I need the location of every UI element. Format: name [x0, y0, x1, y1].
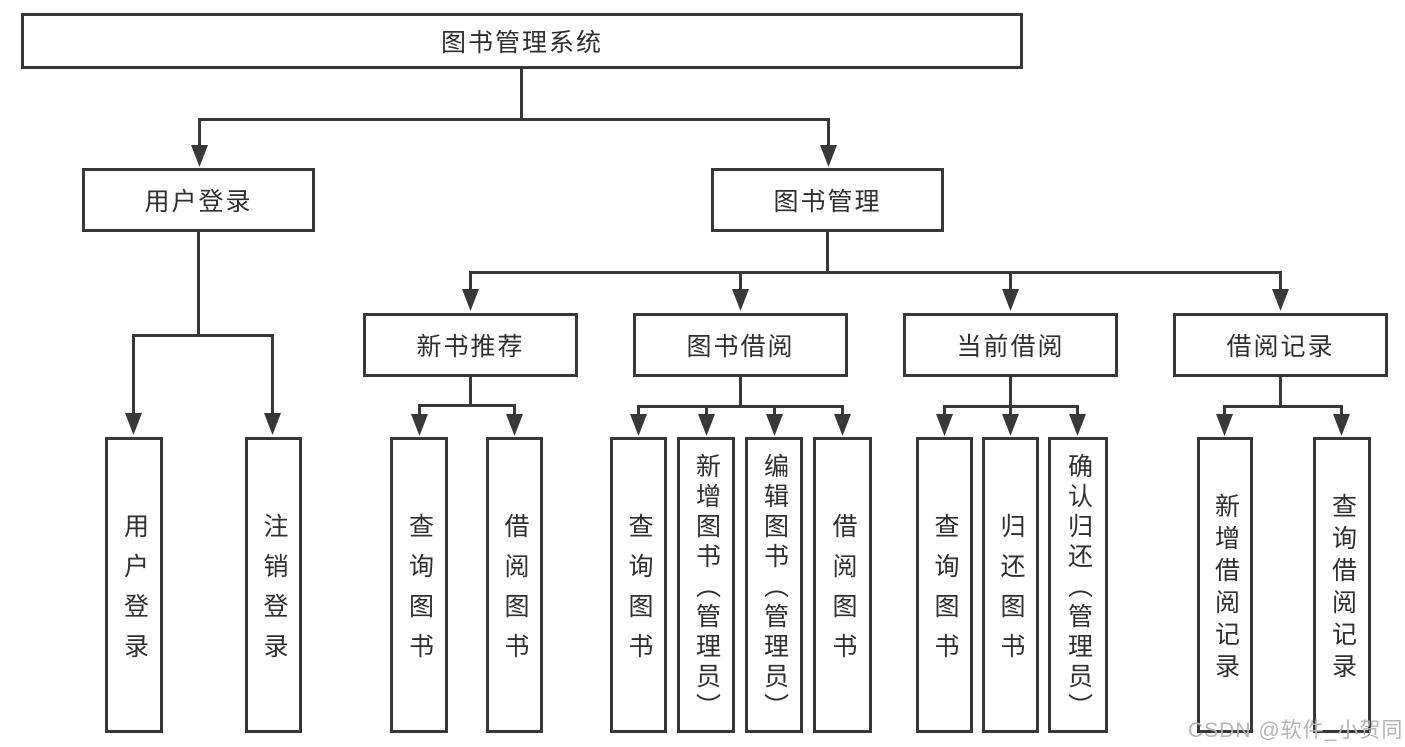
leaf-label: 新增图书（管理员） — [692, 452, 721, 723]
leaf-records-query-record: 查询借阅记录 — [1313, 437, 1371, 733]
leaf-recommend-borrow-books: 借阅图书 — [486, 437, 543, 733]
leaf-current-return-books: 归还图书 — [982, 437, 1039, 733]
leaf-label: 归还图书 — [997, 512, 1025, 673]
node-book-borrow: 图书借阅 — [633, 313, 848, 377]
leaf-logout-login: 注销登录 — [245, 437, 302, 733]
node-borrow-records: 借阅记录 — [1173, 313, 1388, 377]
leaf-label: 用户登录 — [120, 512, 149, 673]
leaf-label: 新增借阅记录 — [1211, 492, 1240, 685]
leaf-label: 查询借阅记录 — [1328, 492, 1357, 685]
leaf-current-confirm-return-admin: 确认归还（管理员） — [1048, 437, 1108, 733]
node-root-system: 图书管理系统 — [21, 13, 1023, 69]
leaf-label: 查询图书 — [931, 512, 959, 673]
leaf-label: 查询图书 — [625, 512, 653, 673]
leaf-label: 借阅图书 — [829, 512, 857, 673]
leaf-borrow-query-books: 查询图书 — [610, 437, 667, 733]
node-current-borrow: 当前借阅 — [903, 313, 1118, 377]
leaf-current-query-books: 查询图书 — [916, 437, 973, 733]
csdn-watermark: CSDN @软件_小贺同学 — [1188, 719, 1405, 742]
leaf-label: 确认归还（管理员） — [1064, 452, 1093, 723]
node-new-book-recommend: 新书推荐 — [363, 313, 578, 377]
leaf-borrow-borrow-books: 借阅图书 — [813, 437, 872, 733]
leaf-user-login: 用户登录 — [105, 437, 163, 733]
connector-paths — [132, 67, 1343, 418]
arrowhead-icons — [125, 145, 1350, 436]
node-book-management: 图书管理 — [711, 168, 944, 232]
leaf-label: 注销登录 — [260, 512, 288, 673]
leaf-label: 编辑图书（管理员） — [760, 452, 789, 723]
leaf-label: 查询图书 — [405, 512, 434, 673]
leaf-label: 借阅图书 — [501, 512, 529, 673]
leaf-borrow-add-books-admin: 新增图书（管理员） — [677, 437, 735, 733]
leaf-borrow-edit-books-admin: 编辑图书（管理员） — [745, 437, 803, 733]
leaf-records-add-record: 新增借阅记录 — [1197, 437, 1253, 733]
leaf-recommend-query-books: 查询图书 — [390, 437, 448, 733]
node-user-login: 用户登录 — [82, 168, 315, 232]
